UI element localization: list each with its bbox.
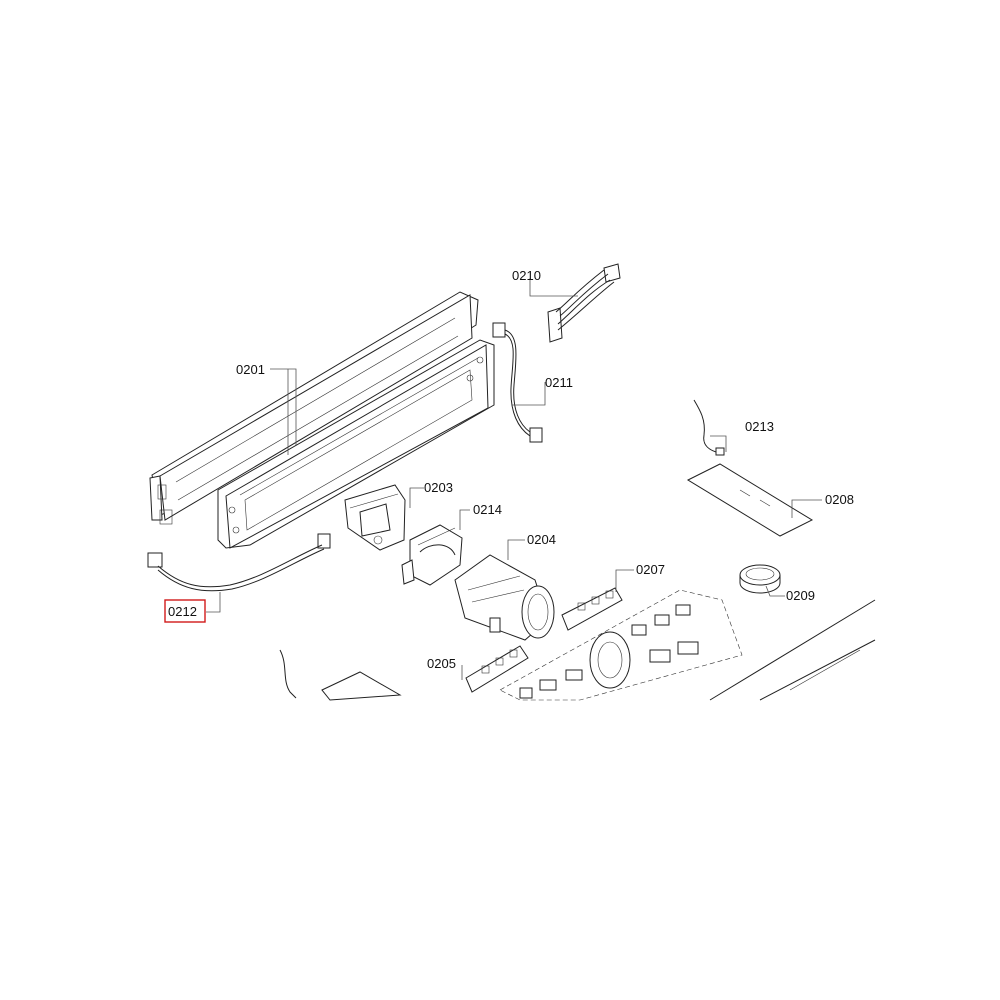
label-0203[interactable]: 0203 [424, 480, 453, 495]
label-0205[interactable]: 0205 [427, 656, 456, 671]
label-0211[interactable]: 0211 [545, 375, 573, 390]
label-0213[interactable]: 0213 [745, 419, 774, 434]
part-0201-frames[interactable] [149, 291, 495, 549]
lower-cut-off-parts [279, 599, 876, 701]
switch-assembly-group [499, 589, 743, 701]
label-0207[interactable]: 0207 [636, 562, 665, 577]
part-0211-cable[interactable] [492, 322, 543, 443]
part-0208-board[interactable] [686, 463, 814, 537]
part-0207-switch-plate[interactable] [561, 587, 623, 631]
label-0204[interactable]: 0204 [527, 532, 556, 547]
part-0205-switch-plate[interactable] [465, 645, 529, 693]
part-0204-motor[interactable] [454, 554, 555, 641]
part-0213-sensor-wire[interactable] [693, 399, 725, 456]
part-0210-ribbon-cable[interactable] [547, 263, 621, 343]
label-0209[interactable]: 0209 [786, 588, 815, 603]
part-0212-cable[interactable] [147, 533, 331, 592]
label-0214[interactable]: 0214 [473, 502, 502, 517]
label-0210[interactable]: 0210 [512, 268, 541, 283]
part-0203-bracket[interactable] [344, 484, 406, 551]
label-0201[interactable]: 0201 [236, 362, 265, 377]
leader-lines [206, 278, 822, 680]
label-0212[interactable]: 0212 [168, 604, 197, 619]
highlight-box-0212 [164, 599, 206, 623]
part-0214-housing[interactable] [401, 524, 463, 586]
label-0208[interactable]: 0208 [825, 492, 854, 507]
part-0209-ring[interactable] [739, 564, 781, 594]
